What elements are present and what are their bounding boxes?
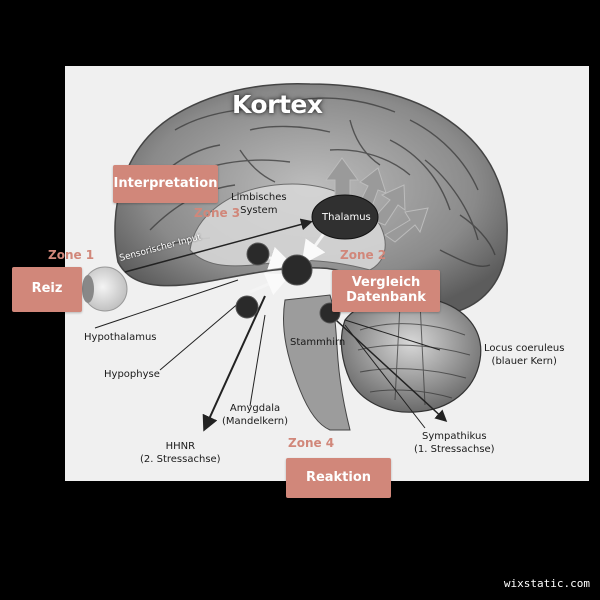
amygdala-label: Amygdala (Mandelkern) [222,403,289,427]
brainstem-shape [282,294,351,431]
watermark: wixstatic.com [503,577,590,590]
hhnr-arrow [202,295,266,432]
cerebellum-shape [340,296,482,413]
node-hypophyse [235,295,259,319]
pupil-shape [82,275,94,303]
vergleich-box: Vergleich Datenbank [332,270,440,312]
cerebellum-folia [357,301,471,406]
reiz-box: Reiz [12,267,82,312]
node-amygdala [281,254,313,286]
interpretation-box: Interpretation [113,165,218,203]
connector-lines [94,279,441,429]
thalamus-node [311,194,379,240]
vergleich-line2: Datenbank [346,290,426,305]
hhnr-label: HHNR (2. Stressachse) [140,441,221,465]
sympathikus-label: Sympathikus (1. Stressachse) [414,431,495,455]
zone-4-label: Zone 4 [288,436,335,450]
vergleich-line1: Vergleich [351,275,421,291]
zone-3-label: Zone 3 [194,206,241,220]
gyri-lines [134,97,496,267]
node-hypothalamus [246,242,270,266]
zone-1-label: Zone 1 [48,248,95,262]
stammhirn-label: Stammhirn [290,337,346,348]
thalamus-input-arrow [124,218,313,273]
title-kortex: Kortex [232,90,323,119]
reaktion-box: Reaktion [286,458,391,498]
limbisches-system-label: Limbisches System [231,192,287,216]
thalamus-label: Thalamus [322,212,371,223]
zone-2-label: Zone 2 [340,248,387,262]
locus-coeruleus-label: Locus coeruleus (blauer Kern) [484,343,565,367]
hypothalamus-label: Hypothalamus [84,332,157,343]
sympathikus-arrow [324,309,448,423]
hypophyse-label: Hypophyse [104,369,160,380]
